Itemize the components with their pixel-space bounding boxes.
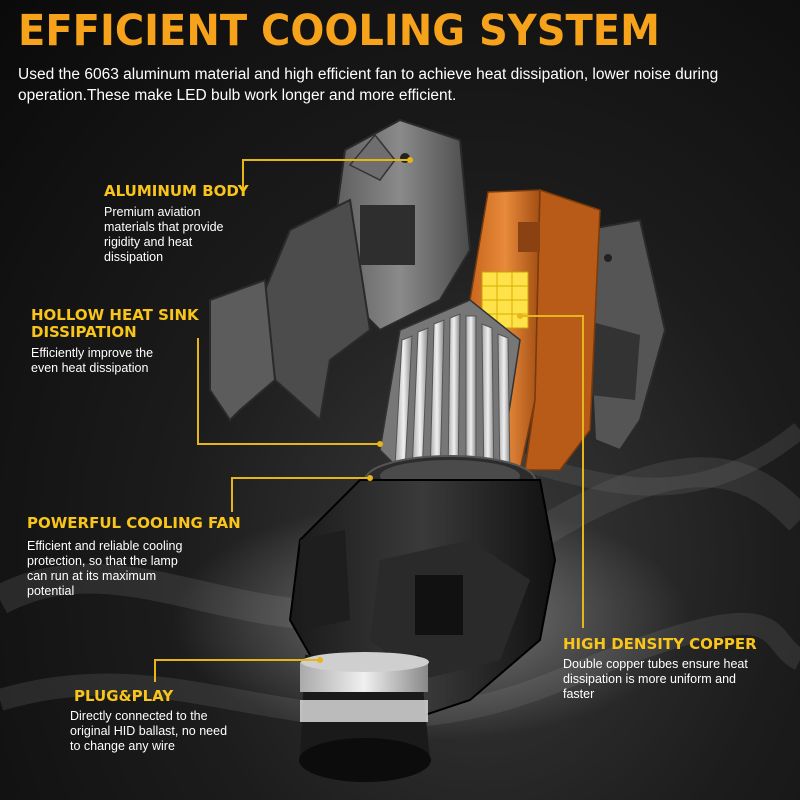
aluminum-body-desc: Premium aviation materials that provide … [104,205,224,264]
leader-dots [317,157,523,663]
heat-sink-desc: Efficiently improve the even heat dissip… [31,346,154,375]
heat-sink-label: HOLLOW HEAT SINK DISSIPATION [31,306,199,341]
plug-play-desc: Directly connected to the original HID b… [70,709,228,753]
heat-sink-fins [379,299,521,491]
cooling-fan-desc: Efficient and reliable cooling protectio… [27,539,183,598]
leader-plug [154,659,320,682]
aluminum-bracket [209,118,472,422]
leader-fan [231,477,370,512]
plug-connector [299,652,431,782]
copper-label: HIGH DENSITY COPPER [563,635,757,653]
copper-desc: Double copper tubes ensure heat dissipat… [563,657,748,701]
leader-aluminum [242,159,410,190]
right-bracket [583,218,667,452]
leader-copper [520,315,584,628]
intro-text: Used the 6063 aluminum material and high… [18,66,719,104]
page-title: EFFICIENT COOLING SYSTEM [18,6,660,56]
socket-base [288,479,557,722]
leader-heatsink [197,338,380,445]
aluminum-body-label: ALUMINUM BODY [104,182,249,200]
leader-lines [154,159,584,682]
cooling-fan-label: POWERFUL COOLING FAN [27,514,241,532]
plug-play-label: PLUG&PLAY [74,687,174,705]
